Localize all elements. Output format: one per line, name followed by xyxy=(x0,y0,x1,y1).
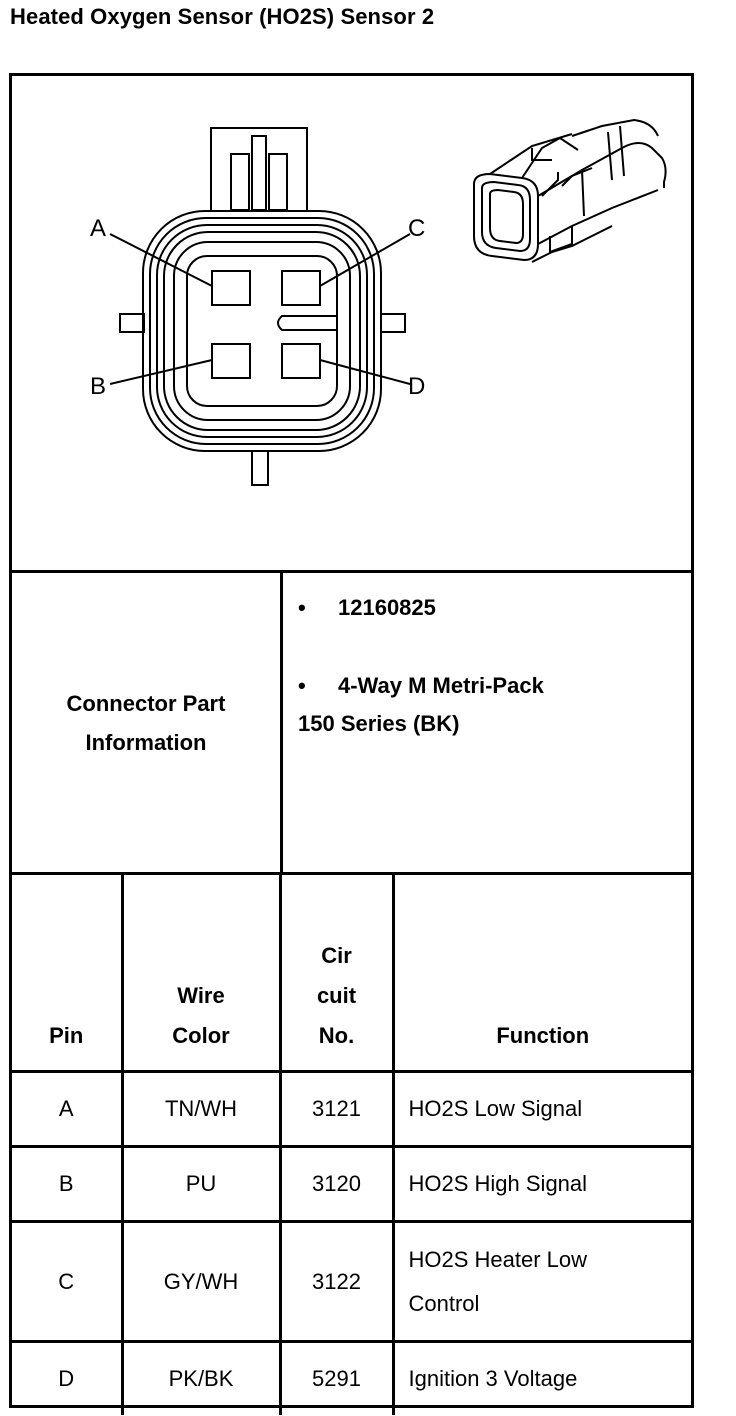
bullet-icon: • xyxy=(298,595,306,620)
pin-label-c: C xyxy=(408,215,425,242)
cell-pin: A xyxy=(12,1071,124,1148)
header-pin: Pin xyxy=(12,875,124,1073)
cell-pin: C xyxy=(12,1221,124,1343)
table-row: D PK/BK 5291 Ignition 3 Voltage xyxy=(12,1341,691,1415)
cell-wire-color: TN/WH xyxy=(122,1071,282,1148)
part-number: 12160825 xyxy=(338,595,436,620)
cell-wire-color: PU xyxy=(122,1146,282,1223)
cell-function: HO2S High Signal xyxy=(393,1146,691,1223)
header-function: Function xyxy=(393,875,691,1073)
pin-label-d: D xyxy=(408,373,425,400)
connector-part-info-label: Connector Part Information xyxy=(12,573,283,872)
connector-type-item: • 4-Way M Metri-Pack xyxy=(298,667,678,705)
header-wire-color: Wire Color xyxy=(122,875,282,1073)
cell-wire-color: PK/BK xyxy=(122,1341,282,1415)
cell-function: Ignition 3 Voltage xyxy=(408,1366,578,1391)
header-circuit-no: Cir cuit No. xyxy=(280,875,395,1073)
cell-pin: D xyxy=(12,1341,124,1415)
connector-type-line1: 4-Way M Metri-Pack xyxy=(338,673,544,698)
cell-function: HO2S Low Signal xyxy=(393,1071,691,1148)
connector-face-drawing: A B C D xyxy=(90,118,667,486)
connector-part-info-row: Connector Part Information • 12160825 • … xyxy=(12,573,691,875)
connector-part-info-values: • 12160825 • 4-Way M Metri-Pack 150 Seri… xyxy=(298,589,678,743)
cell-circuit: 3122 xyxy=(280,1221,395,1343)
connector-table: A B C D xyxy=(9,73,694,1415)
bullet-icon: • xyxy=(298,673,306,698)
table-row: C GY/WH 3122 HO2S Heater Low Control xyxy=(12,1221,691,1343)
table-row: B PU 3120 HO2S High Signal xyxy=(12,1146,691,1223)
cell-circuit: 3121 xyxy=(280,1071,395,1148)
pin-table-header: Pin Wire Color Cir cuit No. Function xyxy=(12,875,691,1073)
cell-circuit: 5291 xyxy=(280,1341,395,1415)
cell-pin: B xyxy=(12,1146,124,1223)
page-title: Heated Oxygen Sensor (HO2S) Sensor 2 xyxy=(10,4,435,29)
connector-type-line2: 150 Series (BK) xyxy=(298,711,460,736)
pin-label-a: A xyxy=(90,215,106,242)
connector-diagram: A B C D xyxy=(12,76,691,573)
part-number-item: • 12160825 xyxy=(298,589,678,627)
cell-circuit: 3120 xyxy=(280,1146,395,1223)
pin-table: Pin Wire Color Cir cuit No. Function A T… xyxy=(12,875,691,1415)
connector-illustration xyxy=(473,118,667,263)
cell-function: HO2S Heater Low Control xyxy=(393,1221,691,1343)
pin-label-b: B xyxy=(90,373,106,400)
cell-wire-color: GY/WH xyxy=(122,1221,282,1343)
table-row: A TN/WH 3121 HO2S Low Signal xyxy=(12,1071,691,1148)
